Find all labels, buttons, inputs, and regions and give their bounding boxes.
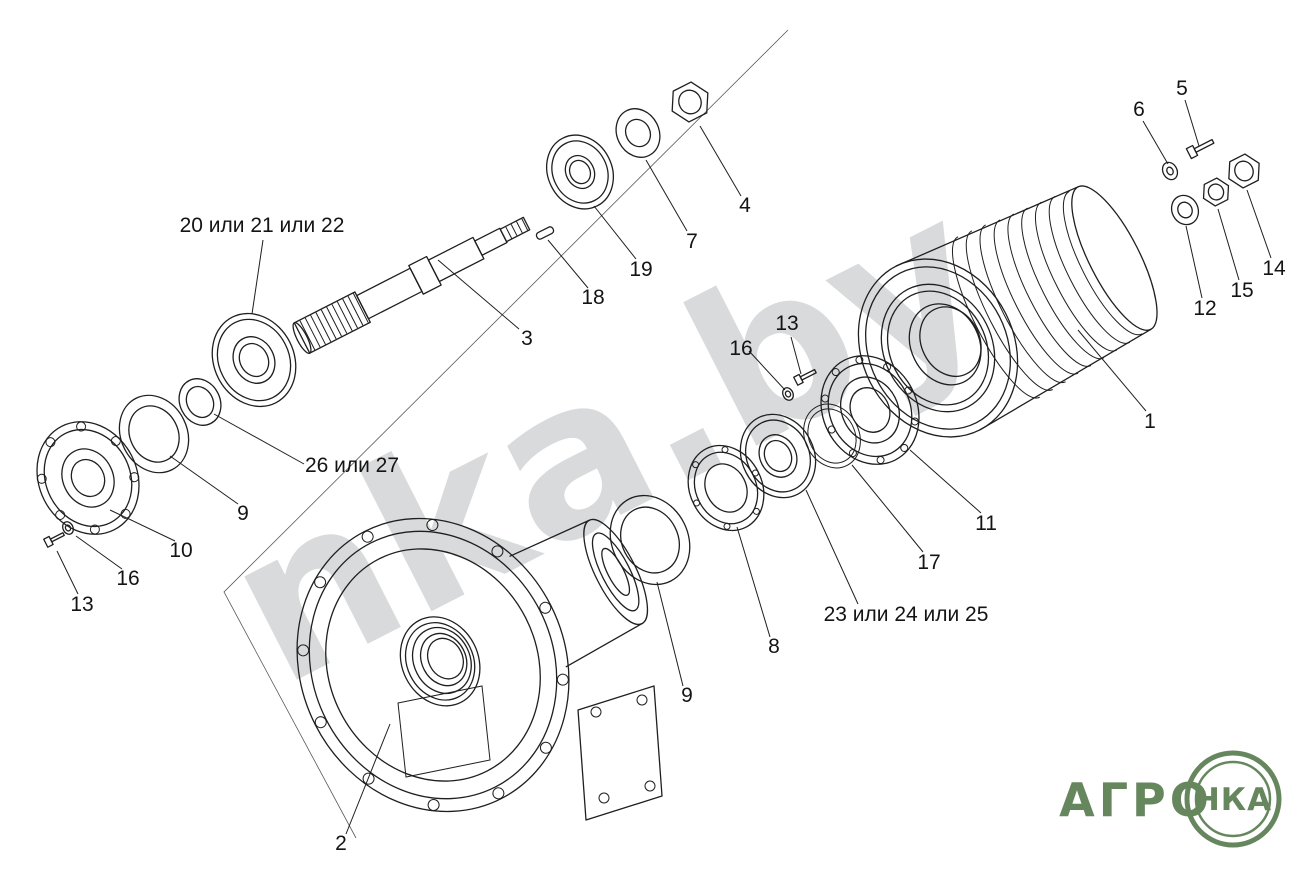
part-12-ring <box>1170 194 1200 226</box>
part-label-2: 2 <box>335 832 347 855</box>
part-label-11: 11 <box>975 512 997 535</box>
part-label-9-bottom: 9 <box>681 684 693 707</box>
part-label-9-left: 9 <box>237 502 249 525</box>
part-2-housing <box>296 517 649 813</box>
part-6-washer <box>1161 161 1179 181</box>
part-label-20-21-22: 20 или 21 или 22 <box>180 214 345 237</box>
part-13-bolt-right <box>793 368 817 386</box>
part-label-19: 19 <box>629 258 652 281</box>
part-label-1: 1 <box>1144 410 1156 433</box>
part-11-bearing-cover <box>820 355 920 465</box>
part-14-nut <box>1228 153 1260 189</box>
logo-ring-outer <box>1184 750 1282 848</box>
part-label-8: 8 <box>768 635 780 658</box>
part-label-13-right: 13 <box>775 312 798 335</box>
part-label-16-left: 16 <box>116 567 139 590</box>
part-label-26-27: 26 или 27 <box>305 454 399 477</box>
part-3-shaft <box>292 216 531 354</box>
part-19-bearing <box>546 134 614 210</box>
part-18-key <box>535 226 555 240</box>
housing-bracket <box>577 685 663 821</box>
part-label-14: 14 <box>1262 257 1286 280</box>
part-label-23-24-25: 23 или 24 или 25 <box>824 603 989 626</box>
part-10-flange <box>36 421 140 535</box>
part-15-nut <box>1202 177 1230 207</box>
part-label-7: 7 <box>686 230 698 253</box>
part-labels: 20 или 21 или 22 3 18 19 7 4 6 5 12 15 1… <box>70 77 1286 855</box>
logo-badge-text: НКА <box>1194 782 1272 818</box>
part-label-13-left: 13 <box>70 593 93 616</box>
leader-lines <box>56 99 1272 835</box>
part-label-4: 4 <box>739 194 751 217</box>
part-label-5: 5 <box>1176 77 1188 100</box>
logo: АГРО НКА <box>1059 750 1282 848</box>
part-5-bolt <box>1185 138 1215 160</box>
logo-brand-text: АГРО <box>1059 773 1213 827</box>
part-7-washer <box>615 108 661 158</box>
part-label-12: 12 <box>1193 297 1216 320</box>
part-13-bolt-left <box>43 532 65 548</box>
logo-ring-inner <box>1194 760 1272 838</box>
part-label-3: 3 <box>521 327 533 350</box>
part-16-washer-left <box>62 521 74 535</box>
part-label-18: 18 <box>581 286 604 309</box>
part-4-nut <box>671 81 709 123</box>
part-9-ring-left <box>118 394 190 474</box>
part-label-15: 15 <box>1230 279 1253 302</box>
part-label-17: 17 <box>917 551 940 574</box>
part-20-22-bearing <box>211 312 297 408</box>
housing-face-window <box>397 685 491 778</box>
part-label-6: 6 <box>1133 98 1145 121</box>
part-16-washer-right <box>782 387 794 401</box>
part-label-10: 10 <box>169 539 192 562</box>
part-26-27-ring <box>178 378 222 426</box>
part-label-16-right: 16 <box>729 337 752 360</box>
part-1-drum <box>857 185 1158 438</box>
part-9-ring-bottom <box>609 494 691 586</box>
frame-lines <box>223 29 789 839</box>
